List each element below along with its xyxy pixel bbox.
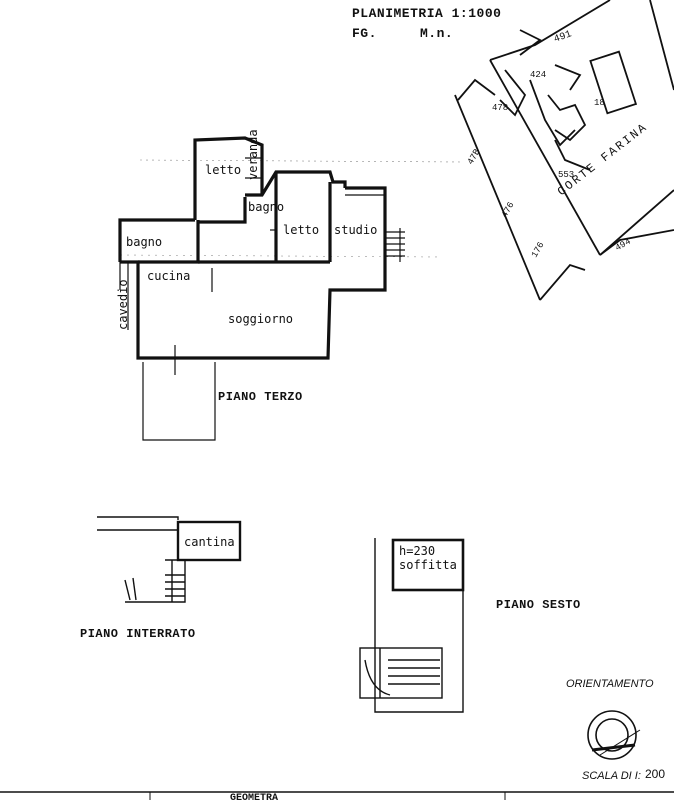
parcel-478: 478	[492, 103, 509, 113]
room-soggiorno: soggiorno	[228, 312, 294, 326]
parcel-18: 18	[594, 98, 605, 108]
cadastral-map	[454, 0, 674, 301]
basement-plan	[97, 516, 242, 603]
room-cavedio: cavedio	[116, 279, 130, 330]
scale-value: 200	[645, 767, 666, 781]
footer-label: GEOMETRA	[230, 793, 279, 804]
orientation-label: ORIENTAMENTO	[566, 678, 654, 690]
parcel-424: 424	[530, 70, 547, 80]
room-bagno-2: bagno	[126, 235, 163, 249]
basement-title: PIANO INTERRATO	[80, 627, 196, 641]
parcel-553: 553	[558, 170, 575, 180]
plan-title: PLANIMETRIA 1:1000	[352, 6, 502, 21]
fg-label: FG.	[352, 26, 377, 41]
sixth-floor-plan	[359, 538, 465, 713]
height-label: h=230	[399, 544, 436, 558]
scale-label: SCALA DI I:	[582, 770, 641, 782]
room-studio: studio	[334, 223, 378, 237]
room-bagno-1: bagno	[248, 200, 285, 214]
mn-label: M.n.	[420, 26, 454, 41]
room-veranda: veranda	[246, 129, 260, 180]
sixth-floor-title: PIANO SESTO	[496, 598, 581, 612]
room-cantina: cantina	[184, 535, 235, 549]
room-soffitta: soffitta	[399, 558, 457, 572]
room-letto-1: letto	[205, 163, 242, 177]
room-cucina: cucina	[147, 269, 191, 283]
compass-icon	[587, 710, 641, 760]
room-letto-2: letto	[283, 223, 320, 237]
third-floor-title: PIANO TERZO	[218, 390, 303, 404]
